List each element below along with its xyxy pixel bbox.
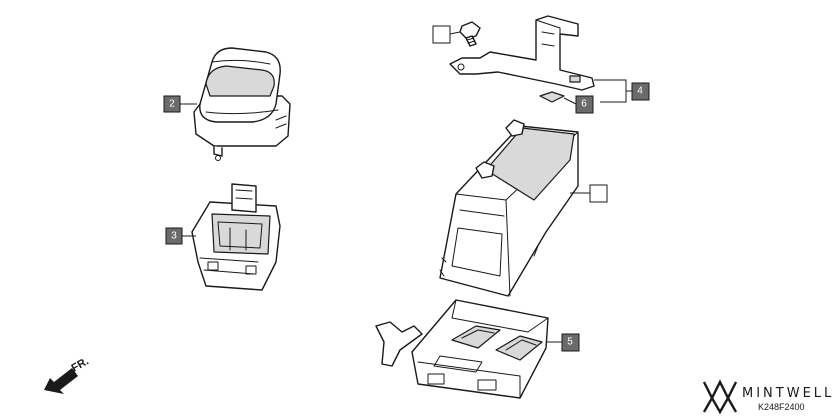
figure-code: K248F2400 — [758, 402, 805, 412]
brand-logo: MINTWELL — [702, 379, 834, 415]
fuse-box-cover — [193, 47, 291, 161]
svg-text:2: 2 — [169, 99, 175, 110]
battery-bracket — [449, 15, 595, 91]
front-direction-arrow: FR. — [44, 355, 91, 394]
svg-text:6: 6 — [581, 99, 587, 110]
fuse-box — [191, 183, 281, 291]
callout-bracket: 4 — [594, 79, 650, 103]
svg-text:4: 4 — [637, 86, 643, 97]
battery-case — [375, 299, 549, 399]
callout-cushion: 6 — [563, 95, 594, 114]
callout-fuse-box-cover: 2 — [163, 95, 197, 113]
cushion — [539, 91, 565, 103]
callout-bolt — [432, 25, 461, 44]
svg-text:3: 3 — [171, 231, 177, 242]
svg-text:FR.: FR. — [70, 355, 91, 374]
callout-battery — [570, 184, 608, 203]
bolt — [459, 21, 481, 47]
callout-battery-case: 5 — [546, 333, 580, 352]
brand-name: MINTWELL — [742, 386, 834, 401]
callout-fuse-box: 3 — [165, 227, 196, 245]
svg-text:5: 5 — [567, 337, 573, 348]
battery — [439, 119, 579, 297]
